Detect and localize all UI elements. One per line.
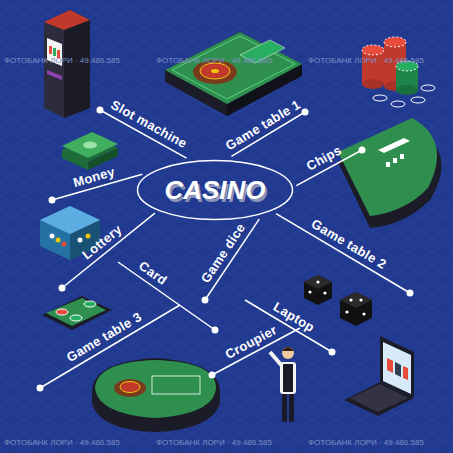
end-dot [97,107,104,114]
dice [304,275,372,326]
node-title: CASINO [136,159,294,205]
watermark: ФОТОБАНК ЛОРИ · 49.486.585 [308,438,424,448]
leader-line [62,213,155,288]
end-dot [59,285,66,292]
roulette-table [165,32,302,116]
end-dot [359,147,366,154]
blackjack-table [338,118,442,228]
chips [362,37,435,107]
center-ellipse: CASINO [136,159,294,221]
card-chips [42,296,112,330]
leader-line [276,214,410,293]
watermark: ФОТОБАНК ЛОРИ · 49.486.585 [4,56,120,66]
croupier-figure [270,347,296,422]
end-dot [212,327,219,334]
watermark: ФОТОБАНК ЛОРИ · 49.486.585 [156,56,272,66]
watermark: ФОТОБАНК ЛОРИ · 49.486.585 [308,56,424,66]
leader-line [40,305,180,388]
end-dot [209,372,216,379]
end-dot [49,197,56,204]
end-dot [37,385,44,392]
roulette-table [92,358,220,432]
end-dot [407,290,414,297]
laptop [344,336,414,416]
watermark: ФОТОБАНК ЛОРИ · 49.486.585 [156,438,272,448]
watermark: ФОТОБАНК ЛОРИ · 49.486.585 [4,438,120,448]
end-dot [202,297,209,304]
end-dot [329,349,336,356]
